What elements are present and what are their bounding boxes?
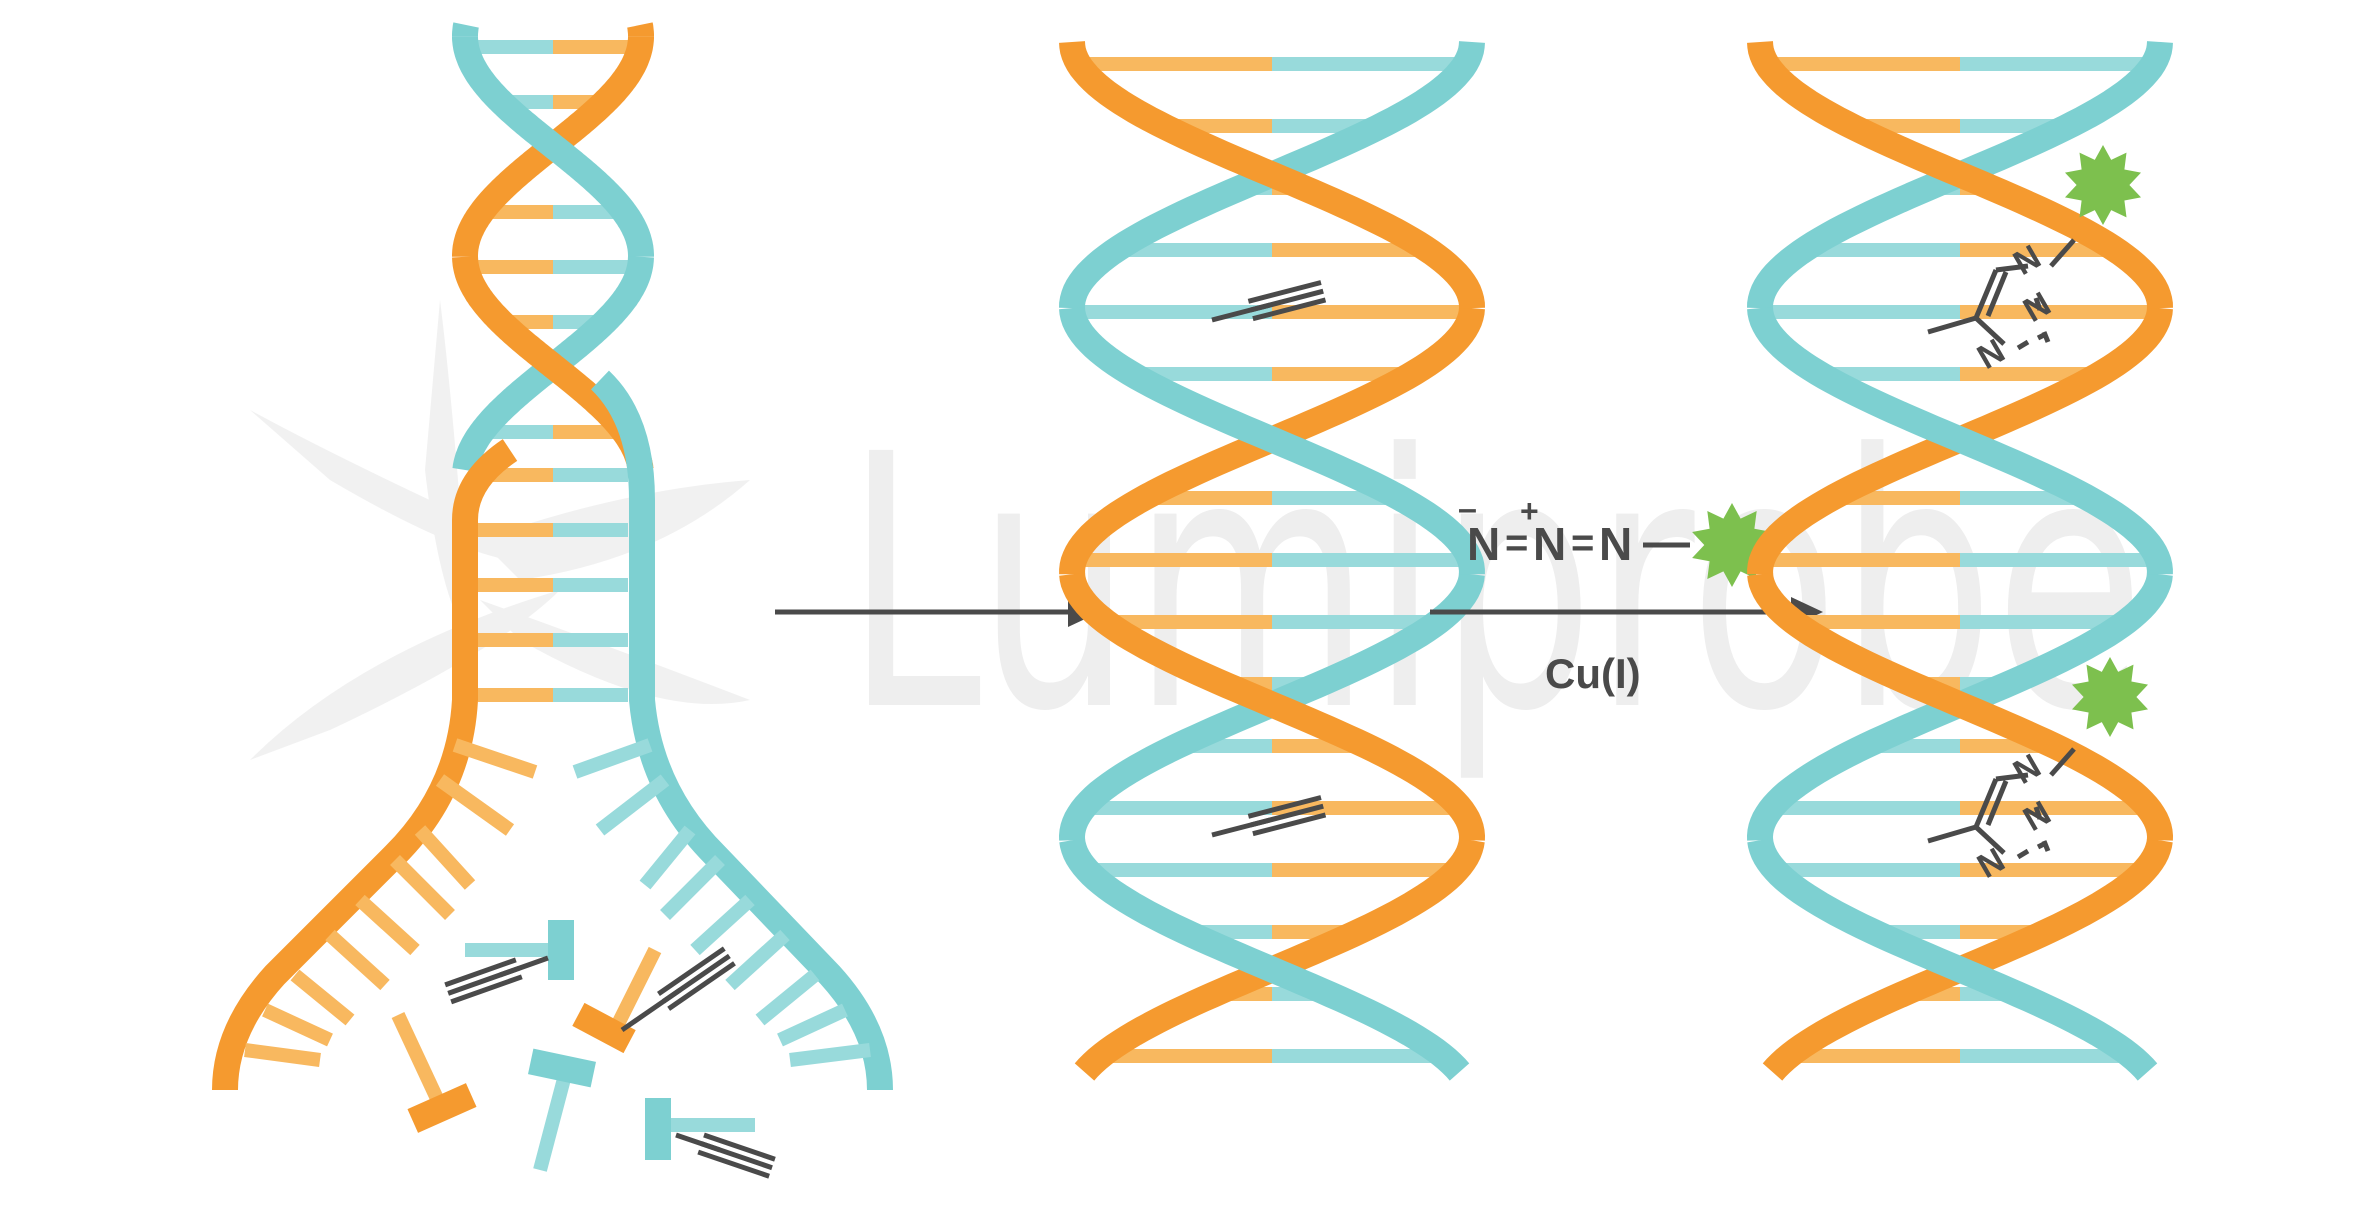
sugar-teal <box>645 1098 671 1160</box>
sugar-orange <box>407 1083 477 1133</box>
teal-strand <box>452 36 654 257</box>
base-teal <box>595 774 670 836</box>
base-orange <box>262 1003 333 1047</box>
orange-strand <box>212 439 518 1091</box>
dashed-bond <box>2036 840 2048 850</box>
fluorescent-labeled-dna: NNNNNN <box>1746 41 2174 1081</box>
alkyne-icon <box>675 1132 776 1179</box>
orange-strand <box>1059 572 1486 841</box>
teal-strand <box>1747 306 2173 575</box>
base-teal <box>725 929 790 991</box>
base-orange <box>355 894 420 956</box>
base-orange <box>391 1012 447 1108</box>
azide-n3: N <box>1599 518 1632 570</box>
base-teal <box>777 1003 848 1047</box>
dye-star-icon <box>2072 657 2148 737</box>
orange-strand <box>1762 838 2173 1081</box>
base-teal <box>533 1073 572 1172</box>
orange-strand <box>1074 838 1485 1081</box>
template-bases <box>244 738 871 1067</box>
dye-star-icon <box>2065 145 2141 225</box>
alkyne-icon <box>444 955 549 1005</box>
base-teal <box>789 1043 871 1067</box>
base-orange <box>608 946 662 1034</box>
parallel-duplex <box>478 468 628 702</box>
azide-eq2: = <box>1571 521 1594 565</box>
alkyne-labeled-dna <box>1058 41 1486 1081</box>
catalyst-label: Cu(I) <box>1545 650 1641 697</box>
teal-strand <box>1059 306 1485 575</box>
azide-eq1: = <box>1505 521 1528 565</box>
dashed-bond <box>2016 339 2030 351</box>
azide-plus-sign: + <box>1520 493 1539 529</box>
alkyne-icon <box>620 946 736 1033</box>
base-orange <box>390 855 455 920</box>
orange-strand <box>1059 41 1485 309</box>
linker <box>2049 747 2076 777</box>
base-orange <box>435 774 515 836</box>
orange-strand <box>1747 572 2174 841</box>
backbones <box>1746 41 2174 1081</box>
teal-strand <box>1747 838 2158 1081</box>
teal-strand <box>1059 838 1470 1081</box>
base-teal <box>755 969 820 1026</box>
orange-strand <box>627 22 654 37</box>
base-orange <box>290 969 355 1026</box>
dashed-bond <box>2033 297 2043 311</box>
dashed-bond <box>2033 806 2043 820</box>
azide-n1: N <box>1467 518 1500 570</box>
base-orange <box>414 825 476 890</box>
base-orange <box>244 1043 321 1067</box>
base-teal <box>572 738 653 779</box>
base-orange <box>452 738 538 779</box>
base-teal <box>639 825 696 890</box>
alkyne-icon <box>1211 280 1327 323</box>
sugar-teal <box>548 920 574 980</box>
base-orange <box>325 929 390 991</box>
teal-strand <box>452 22 479 37</box>
linker <box>2049 238 2076 268</box>
orange-strand <box>1747 41 2173 309</box>
sugar-teal <box>527 1048 597 1088</box>
azide-minus-sign: – <box>1458 490 1477 528</box>
base-teal <box>660 855 725 920</box>
free-nucleotides <box>391 920 776 1179</box>
alkyne-icon <box>1211 795 1327 838</box>
azide-n2: N <box>1533 518 1566 570</box>
base-teal <box>690 894 755 956</box>
replication-fork <box>212 22 893 1179</box>
backbones <box>1058 41 1486 1081</box>
sugar-orange <box>572 1002 636 1054</box>
dashed-bond <box>2036 331 2048 341</box>
triazole-nitrogen: N <box>1971 841 2011 886</box>
dashed-bond <box>2016 848 2030 860</box>
